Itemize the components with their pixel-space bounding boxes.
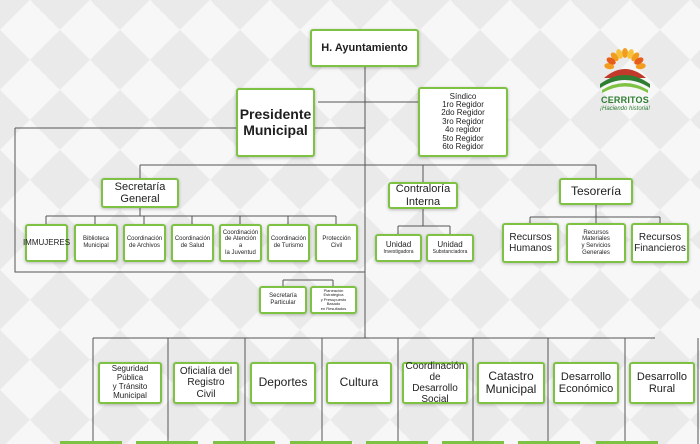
regidor-6: 6to Regidor (442, 141, 484, 151)
presidente-line-1: Presidente (239, 105, 312, 122)
sindico-box: Síndico 1ro Regidor 2do Regidor 3ro Regi… (418, 87, 508, 157)
secretaria-line-2: General (120, 193, 160, 205)
connector (282, 280, 334, 286)
logo-name: CERRITOS (601, 95, 649, 105)
rural-line-2: Rural (648, 383, 676, 395)
regidor-3: 3ro Regidor (442, 116, 484, 126)
deportes-label: Deportes (258, 375, 308, 390)
proteccion-line-1: Protección (322, 236, 351, 243)
connector (529, 217, 661, 223)
cerritos-logo: CERRITOS ¡Haciendo historia! (592, 48, 658, 128)
unidad-substanciadora-box: Unidad Substanciadora (426, 234, 474, 262)
cultura-box: Cultura (326, 362, 392, 404)
turismo-line-1: Coordinación (270, 236, 307, 243)
financieros-line-2: Financieros (634, 243, 686, 254)
substanciadora-line-2: Substanciadora (432, 248, 468, 255)
presidente-line-2: Municipal (243, 121, 308, 138)
particular-line-1: Secretaría (269, 293, 297, 300)
seguridad-publica-box: Seguridad Pública y Tránsito Municipal (98, 362, 162, 404)
connector (92, 338, 699, 444)
presidente-box: Presidente Municipal (236, 88, 315, 157)
desarrollo-social-line-1: Coordinación (405, 360, 465, 372)
connector (397, 226, 451, 234)
secretaria-general-box: Secretaría General (101, 178, 179, 208)
salud-line-1: Coordinación (174, 236, 211, 243)
desarrollo-rural-box: Desarrollo Rural (629, 362, 695, 404)
ayuntamiento-box: H. Ayuntamiento (310, 29, 419, 67)
regidor-4: 4o regidor (444, 125, 482, 135)
desarrollo-economico-box: Desarrollo Económico (553, 362, 619, 404)
seguridad-line-2: y Tránsito Municipal (112, 382, 148, 400)
rural-line-1: Desarrollo (636, 370, 688, 383)
planeacion-line-1: Planeación Estratégica (323, 287, 344, 298)
materiales-line-1: Recursos Materiales (582, 229, 610, 243)
registro-line-2: Registro Civil (187, 377, 225, 400)
recursos-materiales-box: Recursos Materiales y Servicios Generale… (566, 223, 626, 263)
turismo-box: Coordinación de Turismo (267, 224, 310, 262)
ayuntamiento-label: H. Ayuntamiento (321, 41, 408, 54)
planeacion-line-3: en Resultados (320, 305, 347, 311)
catastro-municipal-box: Catastro Municipal (477, 362, 545, 404)
turismo-line-2: de Turismo (273, 243, 304, 249)
connector (14, 128, 365, 273)
recursos-humanos-box: Recursos Humanos (502, 223, 559, 263)
sunflower-logo-icon (600, 48, 650, 93)
secretaria-line-1: Secretaría (114, 180, 166, 193)
regidor-1: 1ro Regidor (442, 100, 484, 110)
economico-line-2: Económico (558, 383, 614, 395)
tesoreria-label: Tesorería (570, 183, 622, 198)
seguridad-line-1: Seguridad Pública (111, 364, 149, 383)
salud-line-2: de Salud (180, 243, 205, 249)
archivos-line-1: Coordinación (126, 236, 163, 243)
recursos-financieros-box: Recursos Financieros (631, 223, 689, 263)
desarrollo-social-line-3: Social (421, 394, 449, 406)
planeacion-line-2: y Presupuesto Basado (320, 296, 347, 307)
regidor-5: 5to Regidor (442, 133, 484, 143)
investigadora-line-2: Investigadora (383, 248, 414, 255)
juventud-box: Coordinación de Atención a la Juventud (219, 224, 262, 262)
connector (45, 216, 337, 224)
immujeres-box: IMMUJERES (22, 224, 71, 262)
juventud-line-3: la Juventud (225, 249, 256, 256)
tesoreria-box: Tesorería (559, 178, 633, 205)
sindico-title: Síndico (449, 91, 477, 101)
catastro-line-1: Catastro (488, 368, 534, 383)
logo-tagline: ¡Haciendo historia! (599, 106, 651, 112)
biblioteca-line-1: Biblioteca (82, 236, 109, 243)
humanos-line-1: Recursos (509, 231, 552, 243)
unidad-investigadora-box: Unidad Investigadora (375, 234, 422, 262)
archivos-box: Coordinación de Archivos (123, 224, 166, 262)
immujeres-label: IMMUJERES (22, 237, 71, 247)
substanciadora-line-1: Unidad (437, 239, 463, 249)
particular-line-2: Particular (270, 300, 296, 306)
biblioteca-box: Biblioteca Municipal (74, 224, 118, 262)
proteccion-civil-box: Protección Civil (315, 224, 358, 262)
registro-line-1: Oficialía del (179, 366, 233, 378)
deportes-box: Deportes (250, 362, 316, 404)
registro-civil-box: Oficialía del Registro Civil (173, 362, 239, 404)
juventud-line-1: Coordinación (222, 229, 259, 236)
financieros-line-1: Recursos (638, 231, 682, 243)
contraloria-line-2: Interna (405, 195, 441, 208)
planeacion-box: Planeación Estratégica y Presupuesto Bas… (310, 286, 357, 314)
materiales-line-2: y Servicios Generales (581, 243, 611, 256)
proteccion-line-2: Civil (330, 243, 343, 249)
archivos-line-2: de Archivos (128, 243, 161, 249)
cultura-label: Cultura (339, 375, 379, 390)
salud-box: Coordinación de Salud (171, 224, 214, 262)
economico-line-1: Desarrollo (560, 370, 612, 383)
biblioteca-line-2: Municipal (83, 243, 109, 249)
contraloria-interna-box: Contraloría Interna (388, 182, 458, 209)
humanos-line-2: Humanos (509, 243, 552, 254)
secretaria-particular-box: Secretaría Particular (259, 286, 307, 314)
contraloria-line-1: Contraloría (395, 183, 451, 196)
desarrollo-social-line-2: de Desarrollo (412, 371, 458, 394)
investigadora-line-1: Unidad (385, 239, 412, 249)
desarrollo-social-box: Coordinación de Desarrollo Social (402, 360, 468, 406)
juventud-line-2: de Atención a (224, 236, 257, 249)
regidor-2: 2do Regidor (441, 108, 485, 118)
catastro-line-2: Municipal (485, 382, 537, 396)
